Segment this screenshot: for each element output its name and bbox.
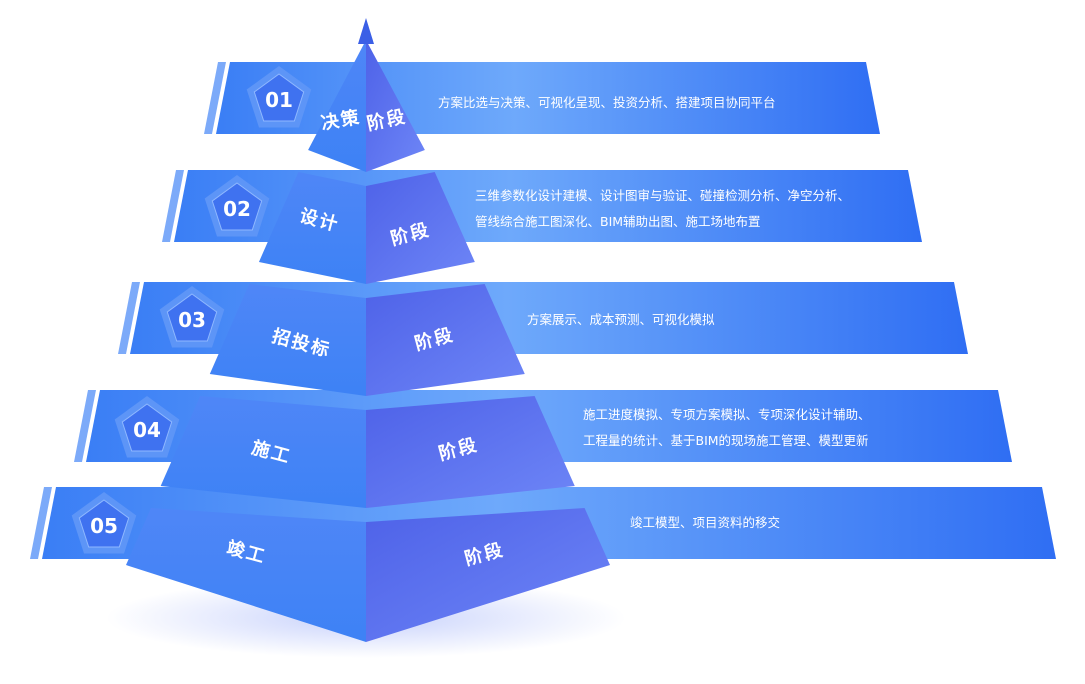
stage-number: 05 [90,514,118,538]
stage-description-line: 竣工模型、项目资料的移交 [630,515,780,530]
stage-description-line: 方案比选与决策、可视化呈现、投资分析、搭建项目协同平台 [438,95,776,110]
pyramid-tier-05: 竣工阶段 [126,508,610,642]
pyramid-tier-04: 施工阶段 [160,396,575,508]
stage-badge-04: 04 [114,396,180,458]
band-stripe [30,487,52,559]
tier-right-face [366,284,525,396]
stage-description-line: 方案展示、成本预测、可视化模拟 [527,312,715,327]
pyramid-tier-02: 设计阶段 [258,172,475,284]
stage-badge-02: 02 [204,175,270,237]
badge-inner-pentagon [253,73,305,122]
badge-inner-pentagon [121,403,173,452]
pyramid-tier-03: 招投标阶段 [209,284,525,396]
stage-badge-05: 05 [71,492,137,554]
tier-left-face [160,396,366,508]
pyramid-tip [358,18,374,44]
stage-badges: 01 02 03 04 05 [71,66,312,554]
pyramid: 决策阶段设计阶段招投标阶段施工阶段竣工阶段 [126,18,610,642]
stage-number: 03 [178,308,206,332]
tier-left-face [126,508,366,642]
stage-number: 01 [265,88,293,112]
stage-description-line: 管线综合施工图深化、BIM辅助出图、施工场地布置 [475,214,761,229]
tier-left-face [308,40,366,172]
tier-left-face [258,172,366,284]
stage-description-line: 工程量的统计、基于BIM的现场施工管理、模型更新 [583,433,869,448]
stage-number: 04 [133,418,161,442]
tier-right-face [366,40,425,172]
stage-badge-01: 01 [246,66,312,128]
tier-right-face [366,172,475,284]
tier-right-face [366,396,575,508]
stage-description-line: 施工进度模拟、专项方案模拟、专项深化设计辅助、 [583,407,871,422]
stage-number: 02 [223,197,251,221]
band-stripe [118,282,140,354]
badge-inner-pentagon [166,293,218,342]
band-stripe [162,170,184,242]
stage-badge-03: 03 [159,286,225,348]
badge-inner-pentagon [211,182,263,231]
tier-right-face [366,508,610,642]
badge-inner-pentagon [78,499,130,548]
stage-description-line: 三维参数化设计建模、设计图审与验证、碰撞检测分析、净空分析、 [475,188,850,203]
band-stripe [204,62,226,134]
tier-left-face [209,284,366,396]
band-stripe [74,390,96,462]
